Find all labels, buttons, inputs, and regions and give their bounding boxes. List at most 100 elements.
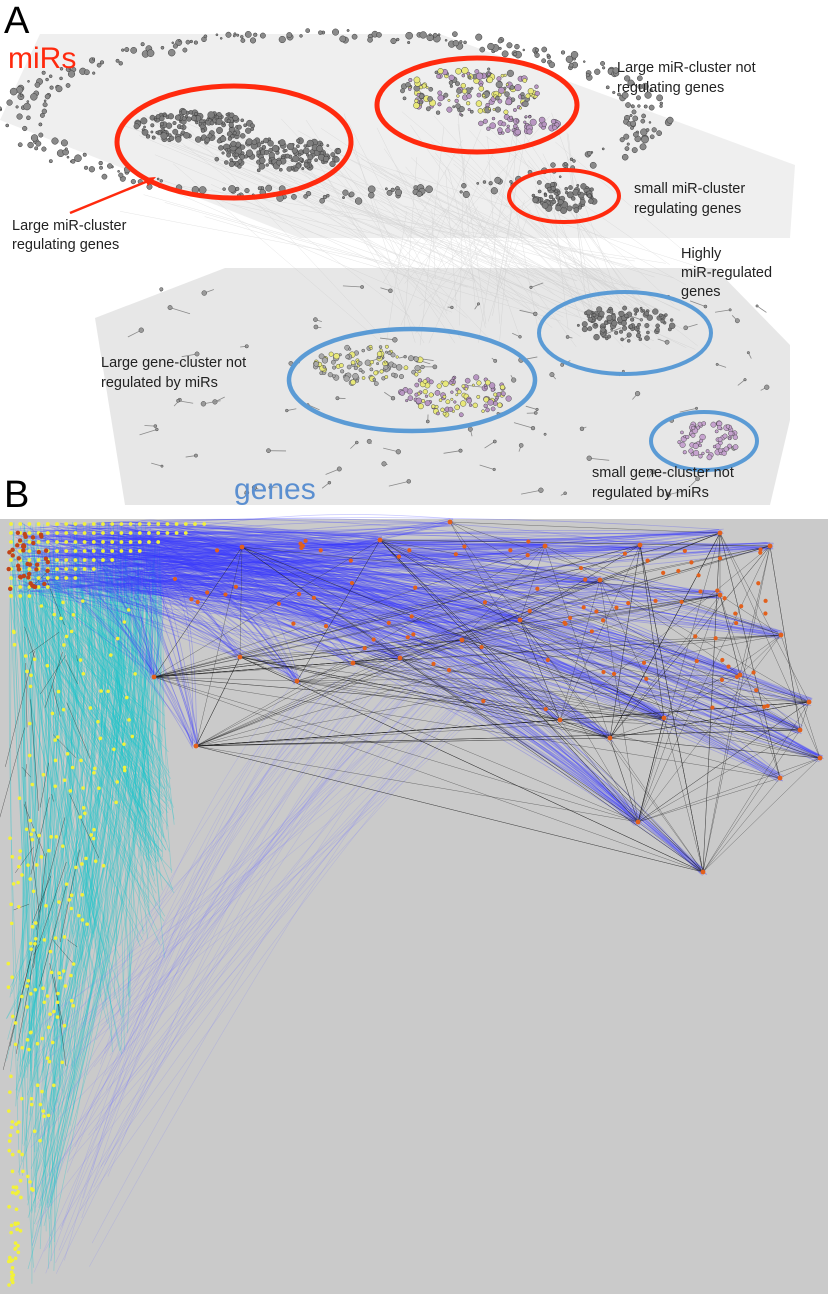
gene-edge <box>21 524 29 1201</box>
dark-edge <box>39 817 66 913</box>
gene-node <box>17 1120 21 1124</box>
gene-node <box>45 540 50 544</box>
gene-node <box>155 427 159 432</box>
gene-node <box>28 1180 32 1184</box>
mir-node <box>65 83 71 88</box>
mir-node <box>537 180 542 185</box>
gene-edge <box>119 561 130 998</box>
gene-node <box>549 372 555 378</box>
dark-edge <box>379 539 771 547</box>
gene-node <box>61 600 65 605</box>
gene-node <box>9 1125 14 1130</box>
mir-node <box>38 132 44 138</box>
gene-node <box>23 654 28 658</box>
mir-cluster-node <box>466 93 472 99</box>
mir-node <box>9 87 18 96</box>
gene-cluster-node <box>414 365 421 372</box>
gene-edge <box>93 556 102 997</box>
mir-edge <box>161 586 661 716</box>
dark-edge <box>352 662 665 719</box>
mir-edge <box>168 588 194 746</box>
gene-node <box>99 689 103 693</box>
gene-node <box>28 941 33 946</box>
gene-node <box>165 522 170 526</box>
gene-edge <box>28 530 75 1025</box>
mir-node <box>527 608 532 614</box>
gene-node <box>84 856 88 861</box>
dark-edge <box>739 634 782 676</box>
gene-node <box>432 364 438 370</box>
gene-node <box>665 492 671 498</box>
mir-cluster-node <box>456 88 462 94</box>
mir-edge <box>86 588 818 759</box>
gene-cluster-node <box>658 313 663 318</box>
gene-node <box>244 344 249 349</box>
gene-edge <box>181 353 198 358</box>
gene-edge <box>53 596 159 838</box>
mir-edge <box>139 571 613 739</box>
mir-node <box>377 537 383 543</box>
mir-cluster-node <box>514 84 522 92</box>
mir-edge <box>161 542 774 583</box>
mir-node <box>612 90 616 95</box>
gene-edge <box>88 573 138 740</box>
gene-node <box>268 485 273 490</box>
gene-edge <box>87 549 155 876</box>
mir-edge <box>37 573 701 875</box>
dark-edge <box>2 958 31 1070</box>
mir-edge <box>40 578 597 599</box>
gene-node <box>650 469 656 475</box>
gene-edge <box>105 557 166 707</box>
mir-node <box>348 191 355 198</box>
mir-edge <box>45 564 704 870</box>
gene-edge <box>114 583 163 649</box>
mir-node <box>508 548 513 553</box>
mir-edge <box>137 550 821 757</box>
gene-node <box>70 765 75 770</box>
dark-edge <box>39 882 68 987</box>
mir-cluster-node <box>522 100 529 108</box>
mir-edge <box>26 535 773 549</box>
mir-edge <box>79 570 615 736</box>
gene-node <box>9 531 13 535</box>
gene-node <box>13 1042 18 1047</box>
mir-edge <box>107 524 159 674</box>
gene-edge <box>71 523 93 1069</box>
gene-edge <box>52 548 167 843</box>
gene-node <box>493 358 498 363</box>
gene-edge <box>102 539 152 845</box>
mir-edge <box>82 542 194 747</box>
gene-edge <box>97 547 113 1052</box>
mir-edge <box>25 572 812 699</box>
mir-cluster-node <box>271 144 279 152</box>
gene-cluster-node <box>723 446 729 452</box>
mir-edge <box>24 584 243 656</box>
mir-node <box>765 703 770 709</box>
mir-node <box>526 539 531 544</box>
gene-cluster-node <box>699 438 704 443</box>
gene-edge <box>51 562 104 1110</box>
mir-node <box>30 583 35 588</box>
gene-node <box>98 736 103 741</box>
gene-cluster-node <box>494 398 498 402</box>
mir-edge <box>50 531 522 623</box>
mir-cluster-node <box>240 133 246 139</box>
mir-node <box>481 699 486 704</box>
gene-node <box>92 827 96 832</box>
dark-edge <box>379 539 561 721</box>
gene-cluster-node <box>355 379 359 383</box>
dark-edge <box>76 655 78 662</box>
gene-node <box>55 1015 60 1019</box>
gene-node <box>91 531 96 535</box>
gene-node <box>27 1047 31 1052</box>
dark-edge <box>519 619 821 759</box>
dark-edge <box>241 546 611 739</box>
mir-cluster-node <box>564 186 569 191</box>
mir-node <box>715 588 720 593</box>
mir-node <box>45 559 51 565</box>
gene-node <box>285 408 289 413</box>
mir-cluster-node <box>552 125 558 131</box>
gene-cluster-node <box>581 326 588 333</box>
mir-edge <box>109 529 246 553</box>
mir-node <box>68 67 72 71</box>
